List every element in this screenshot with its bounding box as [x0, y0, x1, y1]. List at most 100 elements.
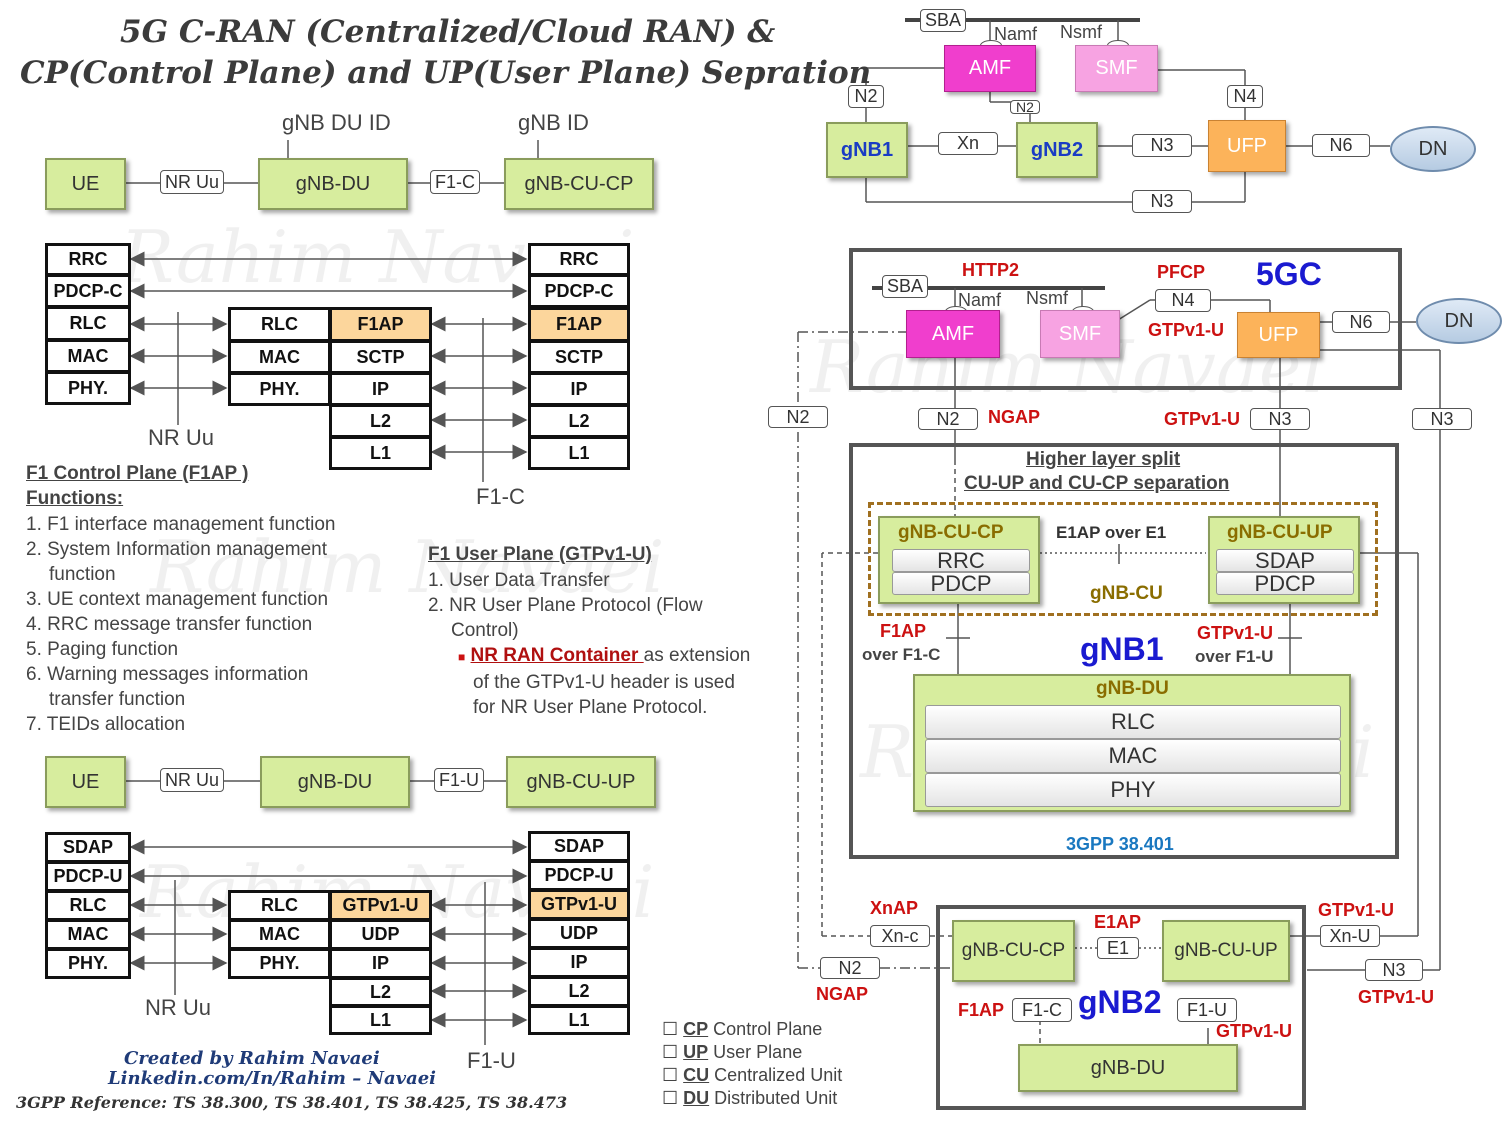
protocol-layer: IP — [528, 947, 630, 978]
checkbox-icon: ☐ — [662, 1019, 679, 1039]
f1-u-label: F1-U — [1177, 998, 1237, 1022]
amf-box: AMF — [906, 310, 1000, 358]
legend-text: Distributed Unit — [709, 1088, 838, 1108]
n2-label: N2 — [848, 85, 884, 108]
gnb-du-title: gNB-DU — [1096, 678, 1169, 699]
dn-node: DN — [1390, 126, 1476, 172]
list-item: transfer function — [49, 689, 186, 710]
gnb-id-label: gNB ID — [518, 110, 589, 135]
protocol-layer: GTPv1-U — [528, 889, 630, 920]
over-f1u-label: over F1-U — [1195, 647, 1274, 666]
list-item: 3. UE context management function — [26, 589, 329, 610]
protocol-layer: L1 — [329, 436, 432, 470]
n3-label: N3 — [1132, 134, 1192, 157]
protocol-layer: L1 — [329, 1005, 432, 1035]
protocol-layer: L2 — [528, 976, 630, 1007]
f1c-label: F1-C — [476, 484, 525, 509]
smf-box: SMF — [1075, 45, 1158, 92]
legend-text: Control Plane — [708, 1019, 823, 1039]
checkbox-icon: ☐ — [662, 1042, 679, 1062]
nsmf-label: Nsmf — [1026, 288, 1068, 308]
list-item: 1. F1 interface management function — [26, 514, 336, 535]
gtpu-label: GTPv1-U — [1318, 900, 1395, 920]
protocol-layer: PHY. — [45, 948, 131, 979]
gnb-du-box: gNB-DU — [1018, 1044, 1238, 1092]
gnb-cu-cp-box: gNB-CU-CP — [952, 920, 1075, 982]
legend-abbr: CU — [683, 1065, 710, 1085]
checkbox-icon: ☐ — [662, 1088, 679, 1108]
protocol-layer: L1 — [528, 436, 630, 470]
ngap-label: NGAP — [988, 407, 1041, 427]
ngap-label: NGAP — [816, 984, 869, 1004]
namf-label: Namf — [958, 290, 1002, 310]
legend-item: ☐ CU Centralized Unit — [662, 1064, 842, 1087]
gnb-cu-up-title: gNB-CU-UP — [1227, 522, 1333, 543]
n2-label: N2 — [820, 957, 880, 979]
smf-box: SMF — [1040, 310, 1120, 358]
protocol-layer: L2 — [329, 404, 432, 438]
protocol-layer: SDAP — [528, 831, 630, 862]
protocol-layer: RRC — [45, 243, 131, 276]
e1ap-label: E1AP over E1 — [1056, 523, 1167, 542]
gnb2-box: gNB2 — [1016, 122, 1098, 178]
phy-layer: PHY — [925, 773, 1341, 807]
gnb-du-box: gNB-DU — [258, 158, 408, 210]
abbreviation-legend: ☐ CP Control Plane ☐ UP User Plane ☐ CU … — [662, 1018, 842, 1110]
nr-uu-interface: NR Uu — [160, 170, 225, 194]
nsmf-label: Nsmf — [1060, 22, 1102, 42]
list-item: Control) — [451, 620, 519, 641]
e1-label: E1 — [1097, 937, 1139, 959]
list-item: 1. User Data Transfer — [428, 570, 610, 591]
ufp-box: UFP — [1237, 312, 1320, 358]
credit-author: Created by Rahim Navaei — [124, 1048, 380, 1069]
pfcp-label: PFCP — [1157, 262, 1206, 282]
rrc-layer: RRC — [892, 548, 1030, 573]
gnb2-frame — [936, 905, 1306, 1110]
list-item: 7. TEIDs allocation — [26, 714, 186, 735]
protocol-layer: MAC — [45, 339, 131, 373]
legend-abbr: UP — [683, 1042, 709, 1062]
protocol-layer: F1AP — [528, 307, 630, 342]
f1ap-label: F1AP — [880, 621, 927, 641]
protocol-layer: MAC — [228, 340, 331, 374]
gnb-cu-label: gNB-CU — [1090, 583, 1163, 604]
n3-label: N3 — [1132, 190, 1192, 213]
gnb-cu-dashed-frame — [868, 502, 1378, 616]
list-item: function — [49, 564, 116, 585]
protocol-layer: L2 — [528, 404, 630, 438]
protocol-layer: L1 — [528, 1005, 630, 1035]
diagram-title-line2: CP(Control Plane) and UP(User Plane) Sep… — [20, 55, 872, 91]
n3-label: N3 — [1412, 408, 1472, 430]
gnb-cu-cp-title: gNB-CU-CP — [898, 522, 1004, 543]
higher-layer-split-label: Higher layer split — [1026, 449, 1181, 470]
protocol-layer: MAC — [228, 919, 331, 950]
cu-separation-label: CU-UP and CU-CP separation — [964, 473, 1230, 494]
gtpu-label: GTPv1-U — [1164, 409, 1241, 429]
credit-reference: 3GPP Reference: TS 38.300, TS 38.401, TS… — [16, 1093, 568, 1112]
dn-node: DN — [1416, 298, 1502, 344]
mac-layer: MAC — [925, 739, 1341, 773]
nr-uu-interface: NR Uu — [160, 768, 225, 792]
protocol-layer: RLC — [45, 890, 131, 921]
namf-label: Namf — [994, 24, 1038, 44]
gtpu-label: GTPv1-U — [1216, 1021, 1293, 1041]
bullet-text: as extension — [643, 645, 751, 666]
protocol-layer: L2 — [329, 977, 432, 1007]
f1-up-bullet: ■ NR RAN Container as extension of the G… — [458, 645, 751, 718]
legend-abbr: CP — [683, 1019, 709, 1039]
protocol-layer: PDCP-U — [45, 861, 131, 892]
list-item: 2. NR User Plane Protocol (Flow — [428, 595, 703, 616]
f1c-interface: F1-C — [430, 170, 480, 194]
protocol-layer: PHY. — [228, 948, 331, 979]
gnb1-name: gNB1 — [1080, 631, 1164, 667]
3gpp-ref-label: 3GPP 38.401 — [1066, 834, 1174, 854]
protocol-layer: PHY. — [45, 371, 131, 405]
sba-label: SBA — [882, 275, 929, 298]
e1ap-label: E1AP — [1094, 912, 1142, 932]
f1-cp-functions-heading: Functions: — [26, 488, 124, 509]
xn-c-label: Xn-c — [870, 925, 930, 947]
f1-c-label: F1-C — [1012, 998, 1072, 1022]
protocol-layer: RLC — [45, 306, 131, 341]
pdcp-layer: PDCP — [1216, 571, 1354, 596]
protocol-layer: SDAP — [45, 832, 131, 863]
